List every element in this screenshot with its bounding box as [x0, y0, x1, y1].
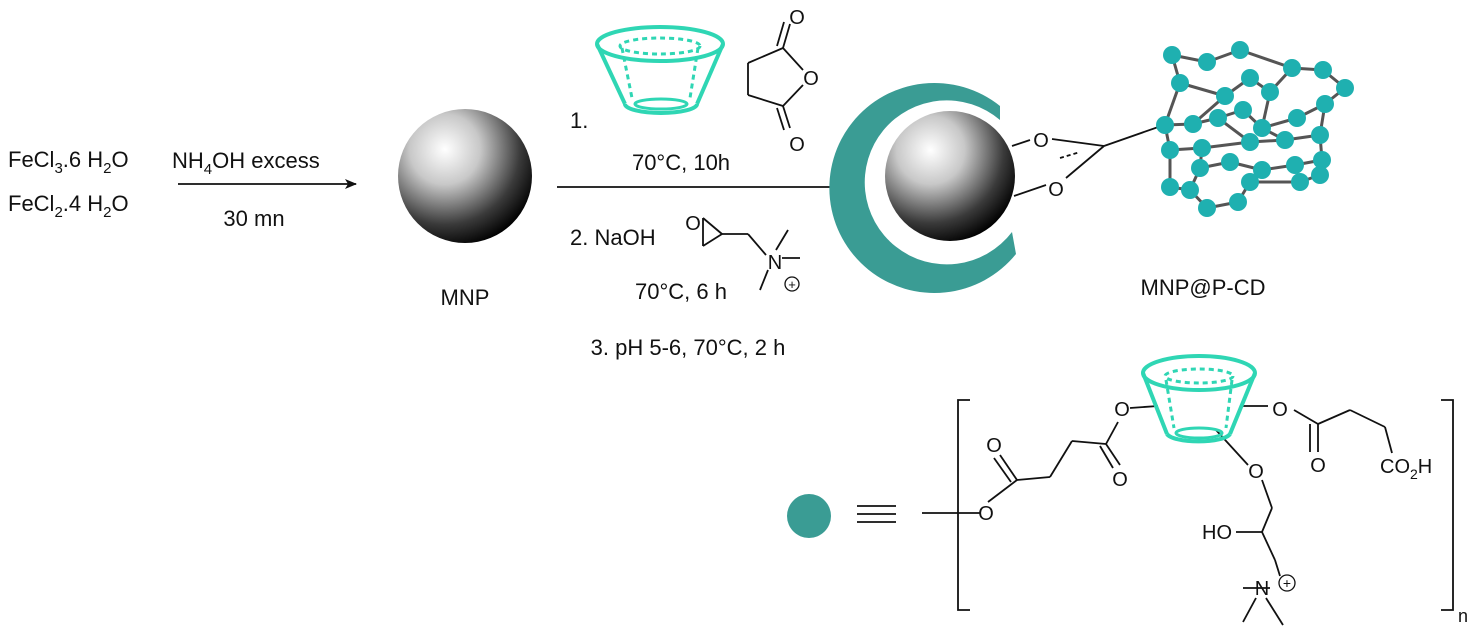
- network-node: [1288, 109, 1306, 127]
- unit-o-ester-left: O: [1114, 399, 1130, 421]
- unit-ammonium-n: N: [1255, 578, 1269, 600]
- network-node: [1181, 181, 1199, 199]
- network-node: [1198, 53, 1216, 71]
- network-node: [1261, 83, 1279, 101]
- mnp-sphere: [398, 109, 532, 243]
- step0-reagent: NH4OH excess: [172, 148, 320, 178]
- network-node: [1171, 74, 1189, 92]
- step2-label: 2. NaOH: [570, 225, 656, 250]
- linkage-o-top: O: [1033, 130, 1049, 152]
- linkage-o-bottom: O: [1048, 179, 1064, 201]
- network-bond: [1239, 48, 1293, 70]
- equivalence-sign: [857, 505, 896, 523]
- network-node: [1161, 141, 1179, 159]
- network-node: [1229, 193, 1247, 211]
- network-node: [1234, 101, 1252, 119]
- network-node: [1161, 178, 1179, 196]
- mnp-label: MNP: [441, 285, 490, 310]
- network-node: [1209, 109, 1227, 127]
- step1-conditions: 70°C, 10h: [632, 150, 730, 175]
- unit-o-ester-right: O: [1272, 399, 1288, 421]
- anhydride-o-top: O: [789, 7, 805, 29]
- repeat-unit-cyclodextrin-icon: [1141, 354, 1257, 444]
- cyclodextrin-icon: [595, 25, 725, 115]
- network-node: [1311, 126, 1329, 144]
- glycidyl-ammonium-icon: [702, 217, 800, 291]
- anhydride-o-bottom: O: [789, 134, 805, 156]
- unit-carboxylic-acid: CO2H: [1380, 456, 1432, 482]
- legend-teal-circle: [787, 494, 831, 538]
- epoxide-o: O: [685, 213, 701, 235]
- step2-conditions: 70°C, 6 h: [635, 279, 727, 304]
- ammonium-charge: +: [788, 277, 796, 292]
- network-node: [1276, 131, 1294, 149]
- product-core-sphere: [885, 111, 1015, 241]
- unit-o-carbonyl-1: O: [986, 435, 1002, 457]
- network-node: [1198, 199, 1216, 217]
- reactant-fecl3: FeCl3.6 H2O: [8, 147, 129, 177]
- unit-o-carbonyl-3: O: [1310, 455, 1326, 477]
- repeat-unit-brackets: [957, 399, 1454, 611]
- step1-number: 1.: [570, 108, 588, 133]
- network-node: [1313, 151, 1331, 169]
- network-node: [1241, 173, 1259, 191]
- unit-ammonium-charge: +: [1283, 575, 1291, 591]
- polymer-shell-icon: [829, 82, 1016, 293]
- network-node: [1231, 41, 1249, 59]
- network-node: [1216, 87, 1234, 105]
- network-node: [1163, 46, 1181, 64]
- linkage-bonds: [1011, 124, 1165, 197]
- network-node: [1253, 119, 1271, 137]
- network-node: [1191, 159, 1209, 177]
- network-node: [1221, 153, 1239, 171]
- unit-hydroxyl: HO: [1202, 522, 1232, 544]
- network-node: [1311, 166, 1329, 184]
- ammonium-n: N: [768, 252, 782, 274]
- step0-time: 30 mn: [223, 206, 284, 231]
- repeat-subscript-n: n: [1458, 606, 1468, 626]
- unit-o-terminal: O: [978, 503, 994, 525]
- network-node: [1253, 161, 1271, 179]
- unit-o-carbonyl-2: O: [1112, 469, 1128, 491]
- unit-o-ether: O: [1248, 461, 1264, 483]
- network-node: [1291, 173, 1309, 191]
- step3-conditions: 3. pH 5-6, 70°C, 2 h: [591, 335, 786, 360]
- network-node: [1156, 116, 1174, 134]
- network-node: [1316, 95, 1334, 113]
- succinic-anhydride-icon: [747, 21, 804, 131]
- reactant-fecl2: FeCl2.4 H2O: [8, 191, 129, 221]
- network-node: [1286, 156, 1304, 174]
- ammonium-charge-icon: [784, 276, 800, 292]
- product-label: MNP@P-CD: [1141, 275, 1266, 300]
- network-node: [1336, 79, 1354, 97]
- anhydride-o-ring: O: [803, 68, 819, 90]
- network-node: [1314, 61, 1332, 79]
- network-node: [1283, 59, 1301, 77]
- unit-ammonium-charge-icon: [1278, 574, 1296, 592]
- network-node: [1241, 69, 1259, 87]
- network-node: [1241, 133, 1259, 151]
- repeat-unit-bonds: [922, 405, 1393, 626]
- network-node: [1184, 115, 1202, 133]
- network-node: [1193, 139, 1211, 157]
- polymer-network-icon: [1156, 41, 1354, 217]
